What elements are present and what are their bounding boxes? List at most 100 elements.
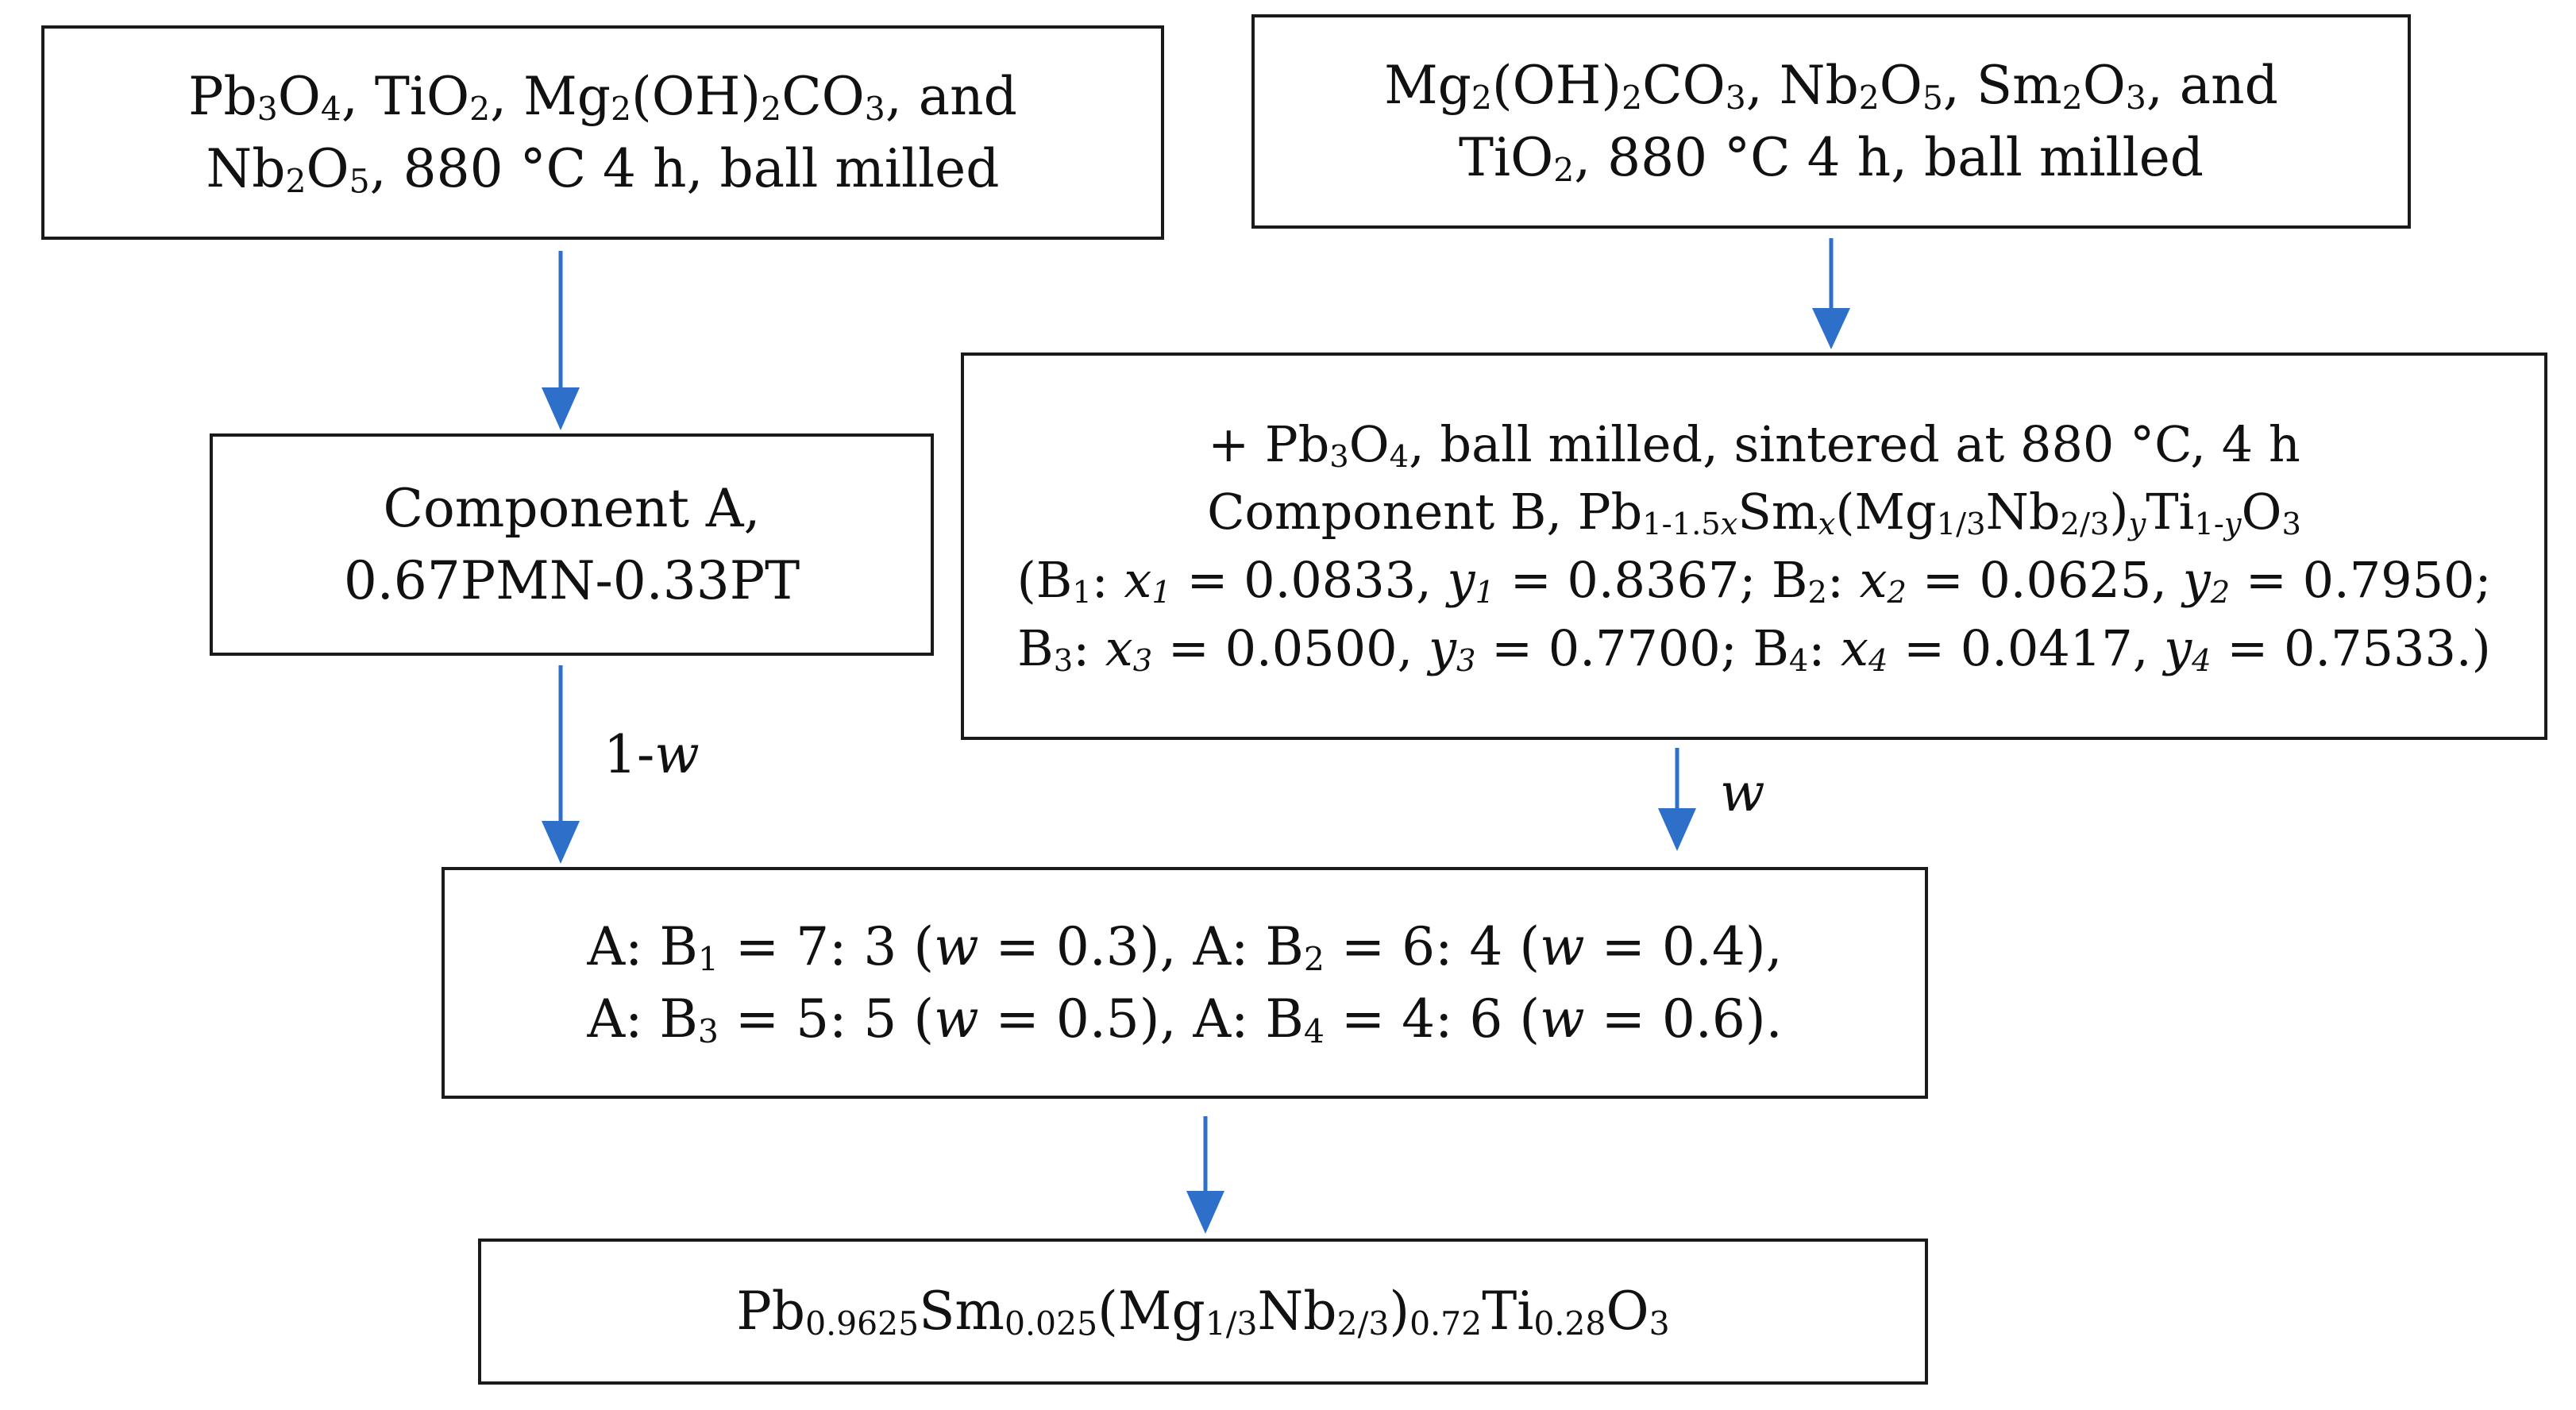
text-run: w — [1720, 762, 1765, 823]
subscript-run: 2 — [610, 90, 631, 129]
text-run: , and — [885, 65, 1017, 127]
text-run: ) — [2109, 483, 2129, 541]
text-run: (B — [1016, 551, 1073, 609]
italic-run: x — [1818, 507, 1836, 543]
text-run: (OH) — [1491, 54, 1622, 116]
text-run: O — [1879, 54, 1922, 116]
text-run: = 7: 3 ( — [718, 915, 935, 977]
text-run: w — [654, 724, 700, 785]
subscript-run: 2 — [2061, 79, 2083, 118]
text-run: = 0.5), A: B — [978, 988, 1304, 1050]
raw-materials-a-line-1: Pb3O4, TiO2, Mg2(OH)2CO3, and — [188, 60, 1017, 133]
text-run: y — [1448, 551, 1475, 609]
text-run: w — [934, 988, 979, 1050]
text-run: x — [1841, 619, 1868, 677]
subscript-run: 2 — [2211, 575, 2230, 611]
component-a-line-1: Component A, — [383, 472, 760, 545]
text-run: : — [1073, 618, 1105, 677]
text-run: y — [2183, 551, 2211, 609]
text-run: Pb — [188, 65, 257, 127]
subscript-run: 4 — [1389, 438, 1409, 475]
subscript-run: 1-1.5 — [1642, 507, 1721, 543]
text-run: w — [1540, 916, 1585, 977]
subscript-run: 2 — [469, 90, 491, 129]
text-run: , Sm — [1942, 54, 2062, 116]
text-run: = 0.4), — [1584, 915, 1783, 977]
raw-materials-b-box: Mg2(OH)2CO3, Nb2O5, Sm2O3, and TiO2, 880… — [1251, 14, 2411, 229]
component-a-box: Component A, 0.67PMN-0.33PT — [210, 433, 934, 656]
raw-materials-a-line-2: Nb2O5, 880 °C 4 h, ball milled — [206, 133, 999, 205]
subscript-run: 2 — [1858, 79, 1880, 118]
text-run: = 0.7700; B — [1475, 618, 1789, 677]
arrow-raw-b-to-component-b — [1812, 238, 1850, 349]
subscript-run: 3 — [1725, 79, 1746, 118]
subscript-run: 1- — [2194, 507, 2224, 543]
text-run: w — [934, 916, 979, 977]
text-run: A: B — [587, 915, 698, 977]
raw-materials-b-line-2: TiO2, 880 °C 4 h, ball milled — [1459, 121, 2204, 194]
text-run: = 0.7533.) — [2211, 618, 2491, 677]
italic-run: y — [1447, 551, 1475, 609]
subscript-run: 3 — [2125, 79, 2146, 118]
italic-run: 3 — [1456, 642, 1476, 679]
text-run: = 0.8367; B — [1494, 551, 1808, 609]
subscript-run: 4 — [2192, 642, 2211, 678]
italic-run: 4 — [1868, 642, 1888, 679]
text-run: , Mg — [490, 65, 611, 127]
text-run: (Mg — [1097, 1281, 1205, 1343]
text-run: Mg — [1384, 54, 1471, 116]
subscript-run: 3 — [1649, 1304, 1670, 1343]
text-run: Sm — [1737, 483, 1818, 541]
text-run: , ball milled, sintered at 880 °C, 4 h — [1409, 414, 2300, 473]
subscript-run: 0.72 — [1409, 1304, 1483, 1343]
italic-run: 3 — [1132, 642, 1153, 679]
text-run: O — [1348, 414, 1390, 473]
text-run: y — [2164, 619, 2192, 677]
subscript-run: 4 — [1788, 642, 1809, 679]
text-run: TiO — [1458, 127, 1554, 188]
text-run: , Nb — [1745, 54, 1859, 116]
component-b-box: + Pb3O4, ball milled, sintered at 880 °C… — [961, 352, 2547, 740]
text-run: , 880 °C 4 h, ball milled — [369, 138, 1000, 199]
subscript-run: 5 — [1922, 79, 1943, 118]
text-run: = 0.7950; — [2230, 551, 2492, 609]
text-run: 1- — [604, 724, 655, 785]
italic-run: y — [1428, 618, 1456, 677]
subscript-run: 2 — [285, 162, 307, 201]
text-run: , TiO — [341, 65, 470, 127]
text-run: O — [277, 65, 321, 127]
italic-run: y — [2164, 618, 2192, 677]
italic-run: 1 — [1151, 574, 1171, 611]
subscript-run: 4 — [1303, 1012, 1325, 1051]
text-run: CO — [1642, 54, 1726, 116]
raw-materials-b-line-1: Mg2(OH)2CO3, Nb2O5, Sm2O3, and — [1384, 49, 2278, 121]
subscript-run: 5 — [349, 162, 370, 201]
subscript-run: 3 — [1329, 438, 1349, 475]
mixing-ratio-line-2: A: B3 = 5: 5 (w = 0.5), A: B4 = 4: 6 (w … — [587, 983, 1782, 1055]
text-run: Ti — [1482, 1281, 1534, 1343]
subscript-run: 0.025 — [1005, 1304, 1098, 1343]
final-composition-box: Pb0.9625Sm0.025(Mg1/3Nb2/3)0.72Ti0.28O3 — [478, 1239, 1928, 1385]
italic-run: y — [2128, 507, 2146, 543]
italic-run: y — [2182, 551, 2211, 609]
subscript-run: 1 — [1475, 575, 1494, 611]
text-run: Sm — [919, 1281, 1005, 1343]
italic-run: x — [1124, 551, 1152, 609]
subscript-run: x — [1721, 507, 1738, 542]
text-run: w — [1540, 988, 1585, 1050]
text-run: = 0.3), A: B — [978, 915, 1304, 977]
text-run: Ti — [2146, 483, 2195, 541]
italic-run: x — [1105, 618, 1133, 677]
subscript-run: 2 — [1888, 575, 1907, 611]
subscript-run: 1 — [1151, 575, 1170, 611]
subscript-run: 2 — [1622, 79, 1643, 118]
final-composition-line: Pb0.9625Sm0.025(Mg1/3Nb2/3)0.72Ti0.28O3 — [736, 1275, 1669, 1347]
subscript-run: 1/3 — [1936, 507, 1986, 543]
subscript-run: 2/3 — [2060, 507, 2110, 543]
text-run: y — [1429, 619, 1456, 677]
text-run: x — [1860, 551, 1888, 609]
text-run: Nb — [1257, 1281, 1337, 1343]
subscript-run: 2 — [761, 90, 782, 129]
subscript-run: 2 — [1471, 79, 1492, 118]
